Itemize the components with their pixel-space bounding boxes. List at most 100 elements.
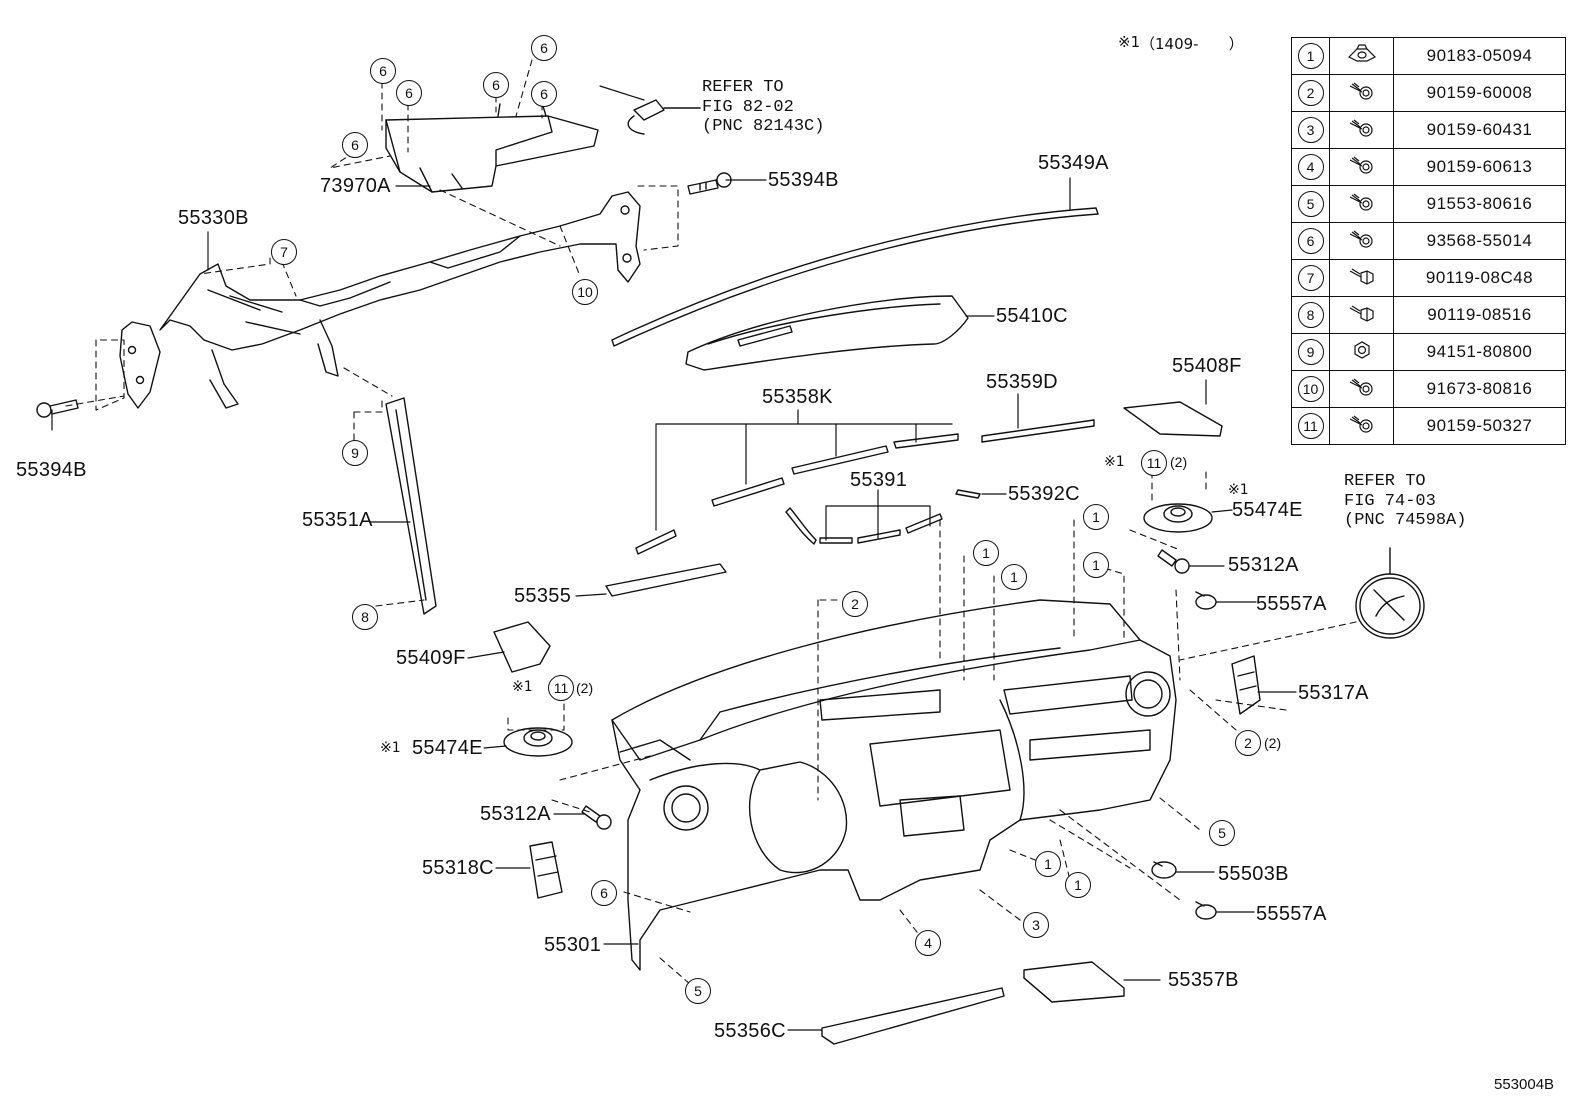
callout-6[interactable]: 6: [370, 58, 396, 84]
callout-6[interactable]: 6: [531, 35, 557, 61]
callout-1[interactable]: 1: [1065, 872, 1091, 898]
fastener-row[interactable]: 8 90119-08516: [1291, 296, 1566, 334]
fastener-index-cell: 6: [1291, 222, 1330, 260]
part-label-55394b-left[interactable]: 55394B: [16, 459, 87, 481]
cover-55409f-drawing: [493, 621, 551, 673]
instrument-panel-55301-drawing: [611, 599, 1177, 971]
part-label-55318c[interactable]: 55318C: [422, 857, 494, 879]
fastener-part-number: 90183-05094: [1393, 37, 1566, 75]
refer-note-fig-74-03[interactable]: REFER TO FIG 74-03 (PNC 74598A): [1344, 472, 1467, 531]
callout-5[interactable]: 5: [1209, 820, 1235, 846]
fastener-row[interactable]: 1 90183-05094: [1291, 37, 1566, 75]
part-label-55351a[interactable]: 55351A: [302, 509, 373, 531]
connector-drawing: [627, 99, 701, 135]
callout-1[interactable]: 1: [1001, 564, 1027, 590]
nut-icon: [1329, 333, 1394, 371]
callout-1[interactable]: 1: [1083, 552, 1109, 578]
callout-1[interactable]: 1: [1083, 504, 1109, 530]
callout-11[interactable]: 11: [1141, 450, 1167, 476]
mat-55356c-drawing: [821, 987, 1005, 1045]
callout-6[interactable]: 6: [396, 80, 422, 106]
callout-10[interactable]: 10: [572, 279, 598, 305]
bolt-55394b-left-drawing: [36, 399, 79, 418]
callout-6[interactable]: 6: [591, 880, 617, 906]
part-label-55408f[interactable]: 55408F: [1172, 355, 1242, 377]
part-label-55317a[interactable]: 55317A: [1298, 682, 1369, 704]
clip-55503b-drawing: [1151, 861, 1177, 879]
part-label-55392c[interactable]: 55392C: [1008, 483, 1080, 505]
fastener-index: 2: [1297, 80, 1324, 106]
part-label-55358k[interactable]: 55358K: [762, 386, 833, 408]
part-label-55312a-left[interactable]: 55312A: [480, 803, 551, 825]
seal-55359d-drawing: [981, 419, 1095, 443]
part-label-55474e-right[interactable]: 55474E: [1232, 499, 1303, 521]
part-label-73970a[interactable]: 73970A: [320, 175, 391, 197]
part-label-55356c[interactable]: 55356C: [714, 1020, 786, 1042]
fastener-index: 5: [1297, 191, 1324, 217]
part-label-55410c[interactable]: 55410C: [996, 305, 1068, 327]
refer-note-fig-82-02[interactable]: REFER TO FIG 82-02 (PNC 82143C): [702, 78, 825, 137]
fastener-row[interactable]: 11 90159-50327: [1291, 407, 1566, 445]
fastener-index-cell: 7: [1291, 259, 1330, 297]
fastener-part-number: 91673-80816: [1393, 370, 1566, 408]
fastener-part-number: 90159-60613: [1393, 148, 1566, 186]
fastener-part-number: 90159-50327: [1393, 407, 1566, 445]
part-label-55330b[interactable]: 55330B: [178, 207, 249, 229]
callout-1[interactable]: 1: [973, 540, 999, 566]
part-label-55355[interactable]: 55355: [514, 585, 572, 607]
callout-5[interactable]: 5: [685, 978, 711, 1004]
airbag-label-drawing: [1355, 547, 1425, 639]
part-label-55391[interactable]: 55391: [850, 469, 908, 491]
part-label-55503b[interactable]: 55503B: [1218, 863, 1289, 885]
fastener-row[interactable]: 5 91553-80616: [1291, 185, 1566, 223]
fastener-index: 11: [1297, 413, 1324, 439]
fastener-index-cell: 5: [1291, 185, 1330, 223]
callout-2[interactable]: 2: [1235, 730, 1261, 756]
part-label-55357b[interactable]: 55357B: [1168, 969, 1239, 991]
part-label-55301[interactable]: 55301: [544, 934, 602, 956]
callout-9[interactable]: 9: [342, 440, 368, 466]
callout-6[interactable]: 6: [483, 72, 509, 98]
fastener-index: 4: [1297, 154, 1324, 180]
callout-3[interactable]: 3: [1023, 912, 1049, 938]
leader-lines: [51, 85, 1297, 1031]
fastener-part-number: 90119-08516: [1393, 296, 1566, 334]
fastener-index-cell: 11: [1291, 407, 1330, 445]
part-label-55474e-left[interactable]: 55474E: [412, 737, 483, 759]
trim-55349a-drawing: [611, 207, 1099, 347]
callout-1[interactable]: 1: [1035, 851, 1061, 877]
part-label-55409f[interactable]: 55409F: [396, 647, 466, 669]
fastener-index-cell: 9: [1291, 333, 1330, 371]
callout-6[interactable]: 6: [531, 81, 557, 107]
part-label-55557a-bottom[interactable]: 55557A: [1256, 903, 1327, 925]
part-label-55312a-right[interactable]: 55312A: [1228, 554, 1299, 576]
fastener-part-number: 91553-80616: [1393, 185, 1566, 223]
clip-55392c-drawing: [955, 489, 981, 499]
part-label-55394b-top[interactable]: 55394B: [768, 169, 839, 191]
callout-4[interactable]: 4: [915, 930, 941, 956]
callout-2[interactable]: 2: [842, 591, 868, 617]
screw-icon: [1329, 148, 1394, 186]
callout-8[interactable]: 8: [352, 604, 378, 630]
callout-6[interactable]: 6: [342, 132, 368, 158]
screw-icon: [1329, 222, 1394, 260]
pad-55355-drawing: [605, 563, 727, 597]
callout-11[interactable]: 11: [548, 675, 574, 701]
part-label-55359d[interactable]: 55359D: [986, 371, 1058, 393]
part-label-55557a-top[interactable]: 55557A: [1256, 593, 1327, 615]
part-label-55349a[interactable]: 55349A: [1038, 152, 1109, 174]
screw-icon: [1329, 185, 1394, 223]
fastener-index-cell: 8: [1291, 296, 1330, 334]
fastener-index: 1: [1297, 43, 1324, 69]
callout-7[interactable]: 7: [271, 239, 297, 265]
fastener-row[interactable]: 4 90159-60613: [1291, 148, 1566, 186]
fastener-index-cell: 2: [1291, 74, 1330, 112]
